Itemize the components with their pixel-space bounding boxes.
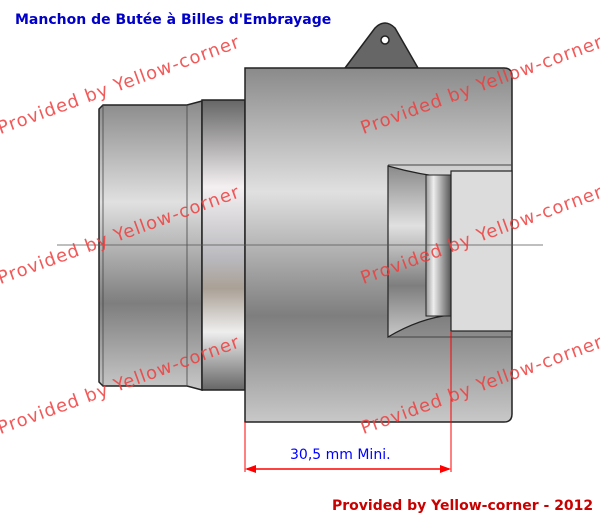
footer-credit: Provided by Yellow-corner - 2012 (332, 498, 594, 514)
mounting-tab (343, 22, 420, 69)
inner-cavity (387, 164, 513, 339)
dimension-line (244, 331, 452, 473)
dimension-label: 30,5 mm Mini. (290, 447, 391, 463)
page-title: Manchon de Butée à Billes d'Embrayage (15, 12, 332, 28)
